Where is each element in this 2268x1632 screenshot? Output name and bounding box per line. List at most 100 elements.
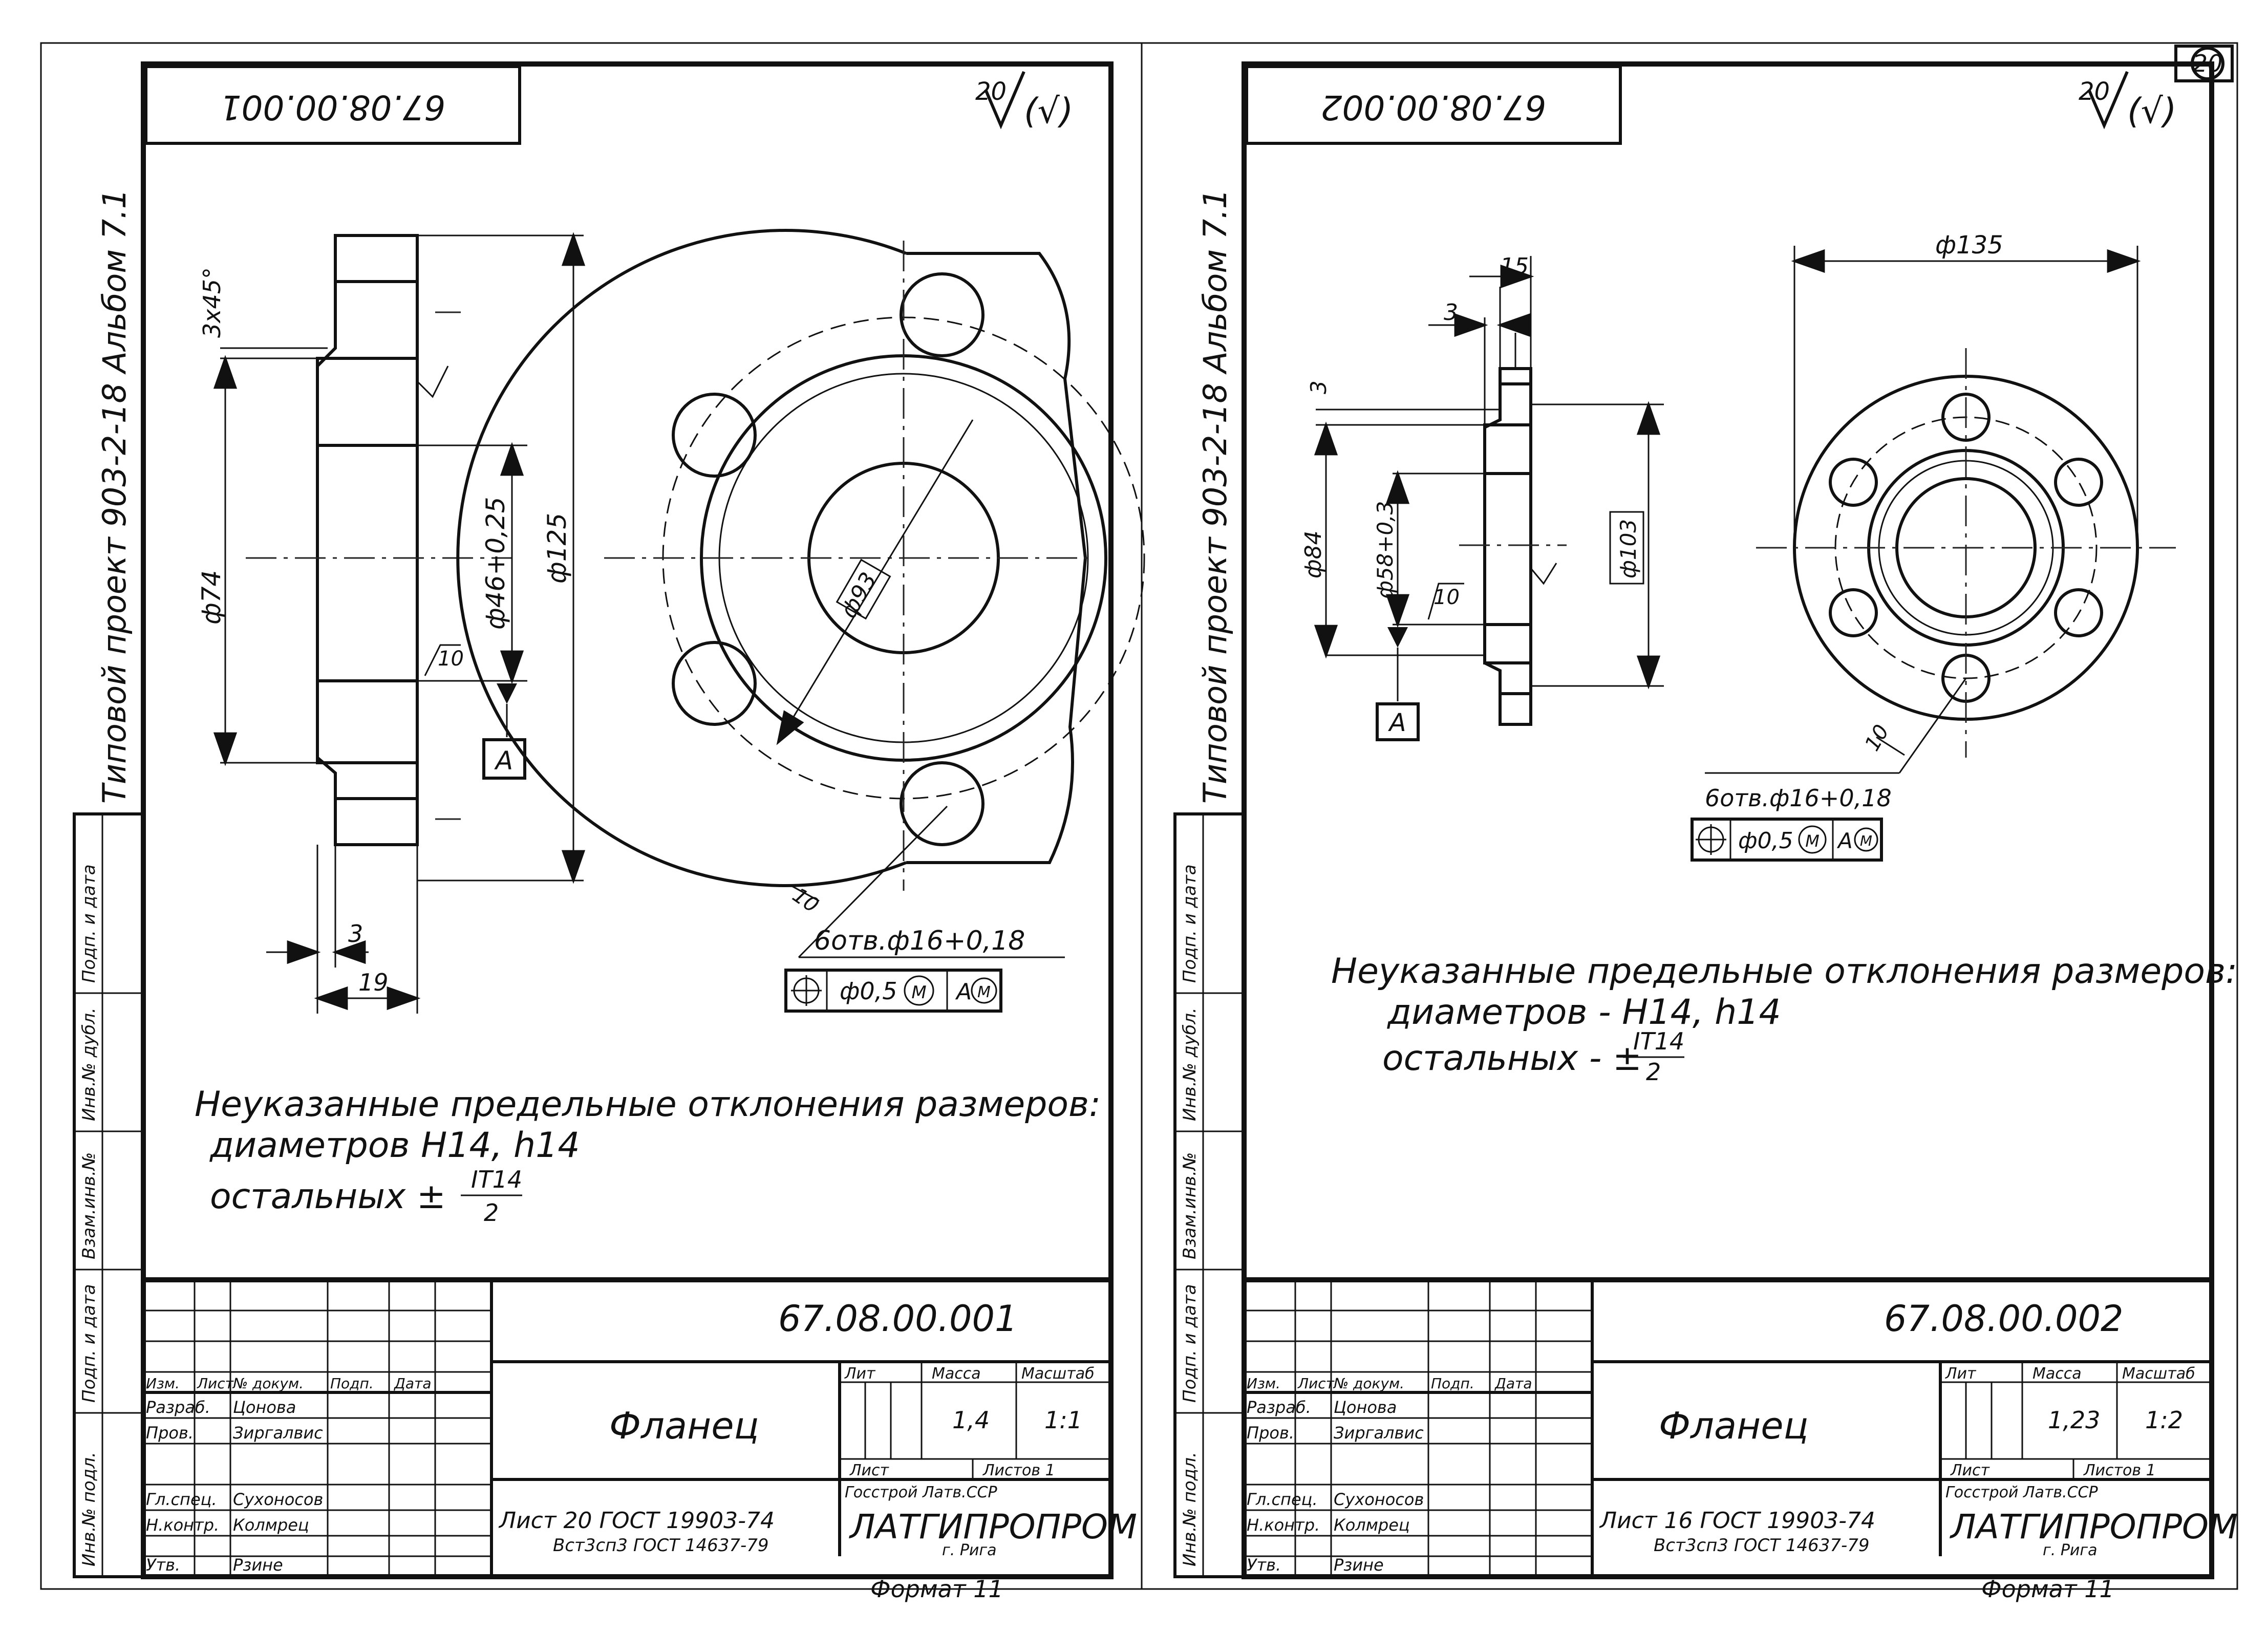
svg-text:Листов 1: Листов 1 — [982, 1462, 1055, 1479]
right-org-name: ЛАТГИПРОПРОМ — [1950, 1507, 2238, 1547]
right-roughness-10b: 10 — [1860, 721, 1894, 755]
left-inner-frame — [141, 61, 1114, 1579]
left-dim-chamfer: 3x45° — [198, 267, 226, 338]
left-front-view: ф93 10 6отв.ф16+0,18 ф0,5 M A M — [456, 229, 1145, 1013]
svg-text:Масштаб: Масштаб — [2122, 1365, 2195, 1383]
right-front-view: ф135 10 6отв.ф16+0,18 ф0,5 M A M — [1691, 231, 2176, 862]
right-dim-d103: ф103 — [1616, 519, 1641, 578]
svg-text:Лист: Лист — [849, 1462, 890, 1479]
svg-text:Лит: Лит — [1945, 1365, 1977, 1383]
svg-text:20: 20 — [2079, 77, 2110, 106]
left-title-block: Лит Масса Масштаб 1,4 1:1 Лист Листов 1 … — [141, 1277, 1137, 1579]
svg-text:Госстрой Латв.ССР: Госстрой Латв.ССР — [845, 1484, 997, 1501]
svg-text:Н.контр.: Н.контр. — [146, 1515, 219, 1535]
right-roughness-mark: 20 (√) — [2079, 71, 2176, 132]
svg-text:Подп. и дата: Подп. и дата — [79, 864, 99, 983]
svg-text:Дата: Дата — [393, 1375, 432, 1392]
svg-text:Пров.: Пров. — [1247, 1423, 1294, 1443]
svg-text:Лист: Лист — [1950, 1462, 1991, 1479]
svg-text:A: A — [1836, 828, 1853, 853]
svg-text:остальных - ±: остальных - ± — [1382, 1038, 1642, 1079]
right-scale: 1:2 — [2145, 1406, 2183, 1434]
svg-text:Подп.: Подп. — [1431, 1375, 1474, 1392]
svg-text:Масса: Масса — [932, 1365, 981, 1383]
right-dim-15: 15 — [1500, 253, 1529, 280]
svg-text:Гл.спец.: Гл.спец. — [146, 1490, 217, 1509]
right-dim-d135: ф135 — [1935, 231, 2003, 260]
svg-text:Сухоносов: Сухоносов — [1334, 1490, 1424, 1509]
right-dim-d84: ф84 — [1300, 530, 1326, 578]
svg-text:M: M — [1805, 831, 1820, 851]
svg-text:диаметров H14, h14: диаметров H14, h14 — [209, 1125, 580, 1166]
svg-text:Рзине: Рзине — [233, 1555, 283, 1575]
left-datum-a: A — [494, 746, 513, 776]
svg-text:Н.контр.: Н.контр. — [1247, 1515, 1320, 1535]
svg-text:Масса: Масса — [2032, 1365, 2082, 1383]
right-position-tolerance: ф0,5 M A M — [1691, 818, 1883, 862]
svg-text:Гл.спец.: Гл.спец. — [1247, 1490, 1318, 1509]
right-roughness-10: 10 — [1433, 586, 1460, 609]
left-holes-spec: 6отв.ф16+0,18 — [814, 926, 1025, 956]
svg-text:остальных ±: остальных ± — [210, 1176, 446, 1217]
left-dim-d125: ф125 — [542, 513, 572, 584]
left-part-name: Фланец — [609, 1404, 759, 1447]
right-title-block: Лит Масса Масштаб 1,23 1:2 Лист Листов 1… — [1242, 1277, 2238, 1579]
right-tb-code: 67.08.00.002 — [1884, 1298, 2124, 1340]
svg-text:Инв.№ подл.: Инв.№ подл. — [79, 1452, 99, 1566]
svg-text:M: M — [911, 982, 926, 1003]
svg-text:Цонова: Цонова — [1334, 1398, 1397, 1417]
svg-text:Лист: Лист — [197, 1375, 234, 1392]
svg-text:Инв.№ дубл.: Инв.№ дубл. — [79, 1007, 99, 1121]
svg-text:20: 20 — [975, 77, 1007, 106]
right-datum-a: A — [1388, 708, 1406, 737]
svg-text:Колмрец: Колмрец — [1334, 1515, 1410, 1535]
left-scale: 1:1 — [1044, 1406, 1082, 1434]
left-roughness-10: 10 — [438, 647, 464, 671]
svg-text:диаметров - H14, h14: диаметров - H14, h14 — [1387, 992, 1781, 1033]
svg-text:Лит: Лит — [844, 1365, 876, 1383]
svg-text:Зиргалвис: Зиргалвис — [1334, 1423, 1424, 1443]
svg-text:Вст3сп3 ГОСТ 14637-79: Вст3сп3 ГОСТ 14637-79 — [1654, 1535, 1870, 1556]
svg-text:2: 2 — [484, 1199, 499, 1227]
right-side-strip — [1173, 812, 1246, 1578]
left-dim-3: 3 — [348, 920, 363, 948]
svg-text:Лист 16 ГОСТ 19903-74: Лист 16 ГОСТ 19903-74 — [1599, 1508, 1875, 1534]
right-holes-spec: 6отв.ф16+0,18 — [1705, 784, 1892, 812]
svg-text:Лист 20 ГОСТ 19903-74: Лист 20 ГОСТ 19903-74 — [498, 1508, 775, 1534]
svg-text:Инв.№ дубл.: Инв.№ дубл. — [1180, 1007, 1200, 1121]
right-dim-3a: 3 — [1444, 299, 1458, 326]
svg-text:IT14: IT14 — [1633, 1027, 1684, 1055]
svg-text:A: A — [955, 979, 972, 1005]
svg-text:2: 2 — [1646, 1058, 1661, 1086]
svg-text:Сухоносов: Сухоносов — [233, 1490, 323, 1509]
svg-text:Колмрец: Колмрец — [233, 1515, 309, 1535]
svg-text:Зиргалвис: Зиргалвис — [233, 1423, 323, 1443]
left-mass: 1,4 — [952, 1406, 990, 1434]
svg-text:Листов 1: Листов 1 — [2083, 1462, 2156, 1479]
svg-text:Масштаб: Масштаб — [1021, 1365, 1095, 1383]
right-dim-3b: 3 — [1306, 380, 1331, 394]
svg-text:(√): (√) — [1024, 91, 1073, 132]
svg-text:№ докум.: № докум. — [232, 1375, 304, 1392]
left-code-rotated: 67.08.00.001 — [220, 88, 446, 127]
svg-text:Утв.: Утв. — [146, 1555, 180, 1575]
right-part-name: Фланец — [1659, 1404, 1809, 1447]
svg-text:Дата: Дата — [1494, 1375, 1532, 1392]
right-section-view: 15 3 3 ф84 ф58+0,3 A 10 ф103 — [1300, 253, 1664, 741]
svg-text:Рзине: Рзине — [1334, 1555, 1384, 1575]
svg-text:Изм.: Изм. — [146, 1375, 180, 1392]
right-code-rotated: 67.08.00.002 — [1321, 88, 1547, 127]
svg-text:M: M — [1860, 832, 1872, 849]
svg-text:Подп. и дата: Подп. и дата — [1180, 1284, 1200, 1403]
left-dim-d46: ф46+0,25 — [481, 497, 510, 630]
left-roughness-10b: 10 — [788, 884, 823, 918]
svg-text:Разраб.: Разраб. — [146, 1398, 210, 1417]
svg-text:Взам.инв.№: Взам.инв.№ — [79, 1152, 99, 1259]
left-dim-d74: ф74 — [197, 570, 226, 625]
svg-text:Пров.: Пров. — [146, 1423, 194, 1443]
left-dim-d93: ф93 — [836, 568, 882, 622]
svg-text:Подп.: Подп. — [330, 1375, 374, 1392]
svg-text:Неуказанные предельные отклоне: Неуказанные предельные отклонения размер… — [195, 1084, 1101, 1125]
svg-text:г. Рига: г. Рига — [2043, 1541, 2098, 1559]
